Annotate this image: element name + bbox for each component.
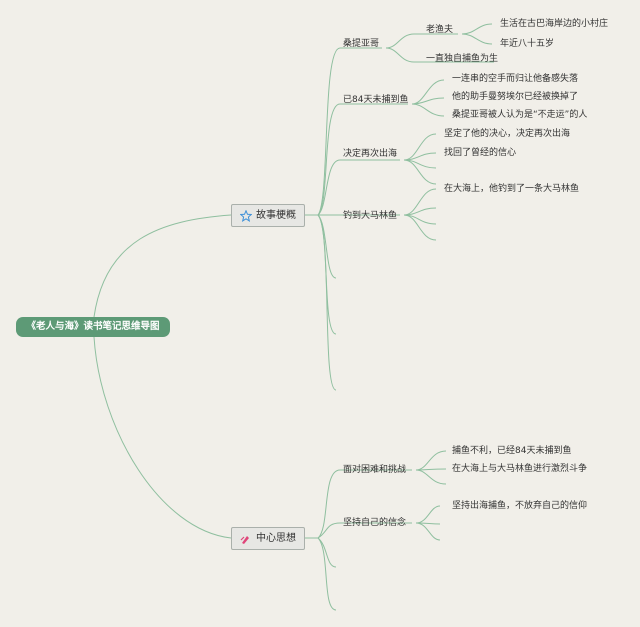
leaf-node[interactable]: 他的助手曼努埃尔已经被换掉了 xyxy=(452,92,579,102)
topic-label: 中心思想 xyxy=(256,533,296,544)
leaf-node[interactable]: 年近八十五岁 xyxy=(500,39,555,49)
topic-story-summary[interactable]: 故事梗概 xyxy=(231,204,305,227)
pen-icon xyxy=(240,533,252,545)
leaf-node[interactable]: 在大海上，他钓到了一条大马林鱼 xyxy=(444,184,580,194)
leaf-node[interactable]: 捕鱼不利，已经84天未捕到鱼 xyxy=(452,446,572,456)
branch-keep-belief[interactable]: 坚持自己的信念 xyxy=(343,518,407,528)
leaf-node[interactable]: 生活在古巴海岸边的小村庄 xyxy=(500,19,609,29)
topic-central-idea[interactable]: 中心思想 xyxy=(231,527,305,550)
leaf-node[interactable]: 坚持出海捕鱼，不放弃自己的信仰 xyxy=(452,501,588,511)
leaf-node[interactable]: 找回了曾经的信心 xyxy=(444,148,517,158)
star-icon xyxy=(240,209,252,222)
leaf-node[interactable]: 一连串的空手而归让他备感失落 xyxy=(452,74,579,84)
leaf-node[interactable]: 桑提亚哥被人认为是“不走运”的人 xyxy=(452,110,588,120)
branch-84-days[interactable]: 已84天未捕到鱼 xyxy=(343,95,409,105)
topic-label: 故事梗概 xyxy=(256,210,296,221)
leaf-node[interactable]: 在大海上与大马林鱼进行激烈斗争 xyxy=(452,464,588,474)
node-old-fisherman[interactable]: 老渔夫 xyxy=(426,25,454,35)
leaf-node[interactable]: 坚定了他的决心，决定再次出海 xyxy=(444,129,571,139)
branch-marlin[interactable]: 钓到大马林鱼 xyxy=(343,211,398,221)
branch-santiago[interactable]: 桑提亚哥 xyxy=(343,39,380,49)
branch-face-challenges[interactable]: 面对困难和挑战 xyxy=(343,465,407,475)
branch-go-to-sea-again[interactable]: 决定再次出海 xyxy=(343,149,398,159)
root-node[interactable]: 《老人与海》读书笔记思维导图 xyxy=(16,317,170,337)
leaf-node[interactable]: 一直独自捕鱼为生 xyxy=(426,54,499,64)
